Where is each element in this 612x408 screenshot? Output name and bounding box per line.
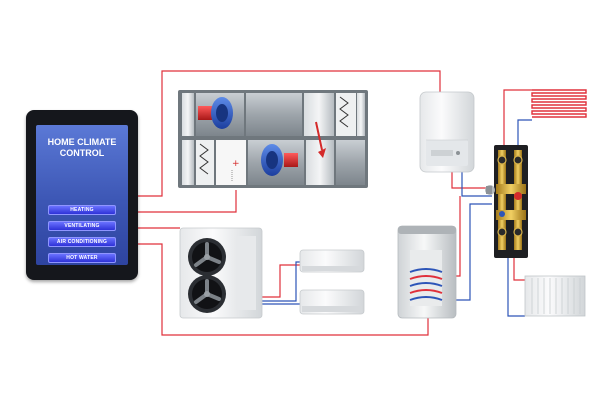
svg-text:+: + (232, 159, 240, 169)
fan-icon (188, 275, 226, 313)
heating-control-line (118, 70, 441, 197)
gas-boiler-icon (419, 91, 475, 173)
tank-cold-in (446, 203, 492, 301)
water-heater-tank-icon (397, 225, 457, 319)
floor-return-pipe (517, 119, 532, 145)
radiator-icon (524, 275, 586, 317)
outdoor-ac-unit-icon (179, 227, 263, 319)
tablet-title: HOME CLIMATE CONTROL (47, 137, 117, 158)
floor-supply-pipe (503, 89, 532, 145)
ventilating-button[interactable]: VENTILATING (48, 221, 116, 231)
underfloor-heating-coil-icon (531, 89, 587, 118)
boiler-return-pipe (461, 172, 492, 197)
radiator-return-pipe (507, 258, 525, 317)
hot-water-button[interactable]: HOT WATER (48, 253, 116, 263)
radiator-supply-pipe (513, 258, 525, 281)
ventilation-unit-icon: + (178, 90, 368, 188)
connection-lines (118, 70, 532, 336)
ventilating-control-line (118, 190, 237, 213)
indoor-ac-unit-icon (299, 289, 365, 315)
boiler-supply-pipe (451, 172, 492, 189)
hydraulic-manifold-icon (485, 145, 528, 258)
fan-icon (188, 238, 226, 276)
tablet-icon: HOME CLIMATE CONTROL HEATING VENTILATING… (26, 110, 138, 280)
ac-line-red (262, 264, 300, 298)
heating-button[interactable]: HEATING (48, 205, 116, 215)
fan-icon (261, 144, 298, 176)
indoor-ac-unit-icon (299, 249, 365, 273)
ac-line-blue-1 (262, 261, 300, 302)
hot-water-control-line (118, 243, 429, 336)
tablet-screen: HOME CLIMATE CONTROL HEATING VENTILATING… (36, 125, 128, 265)
fan-icon (198, 97, 233, 129)
air-conditioning-button[interactable]: AIR CONDITIONING (48, 237, 116, 247)
